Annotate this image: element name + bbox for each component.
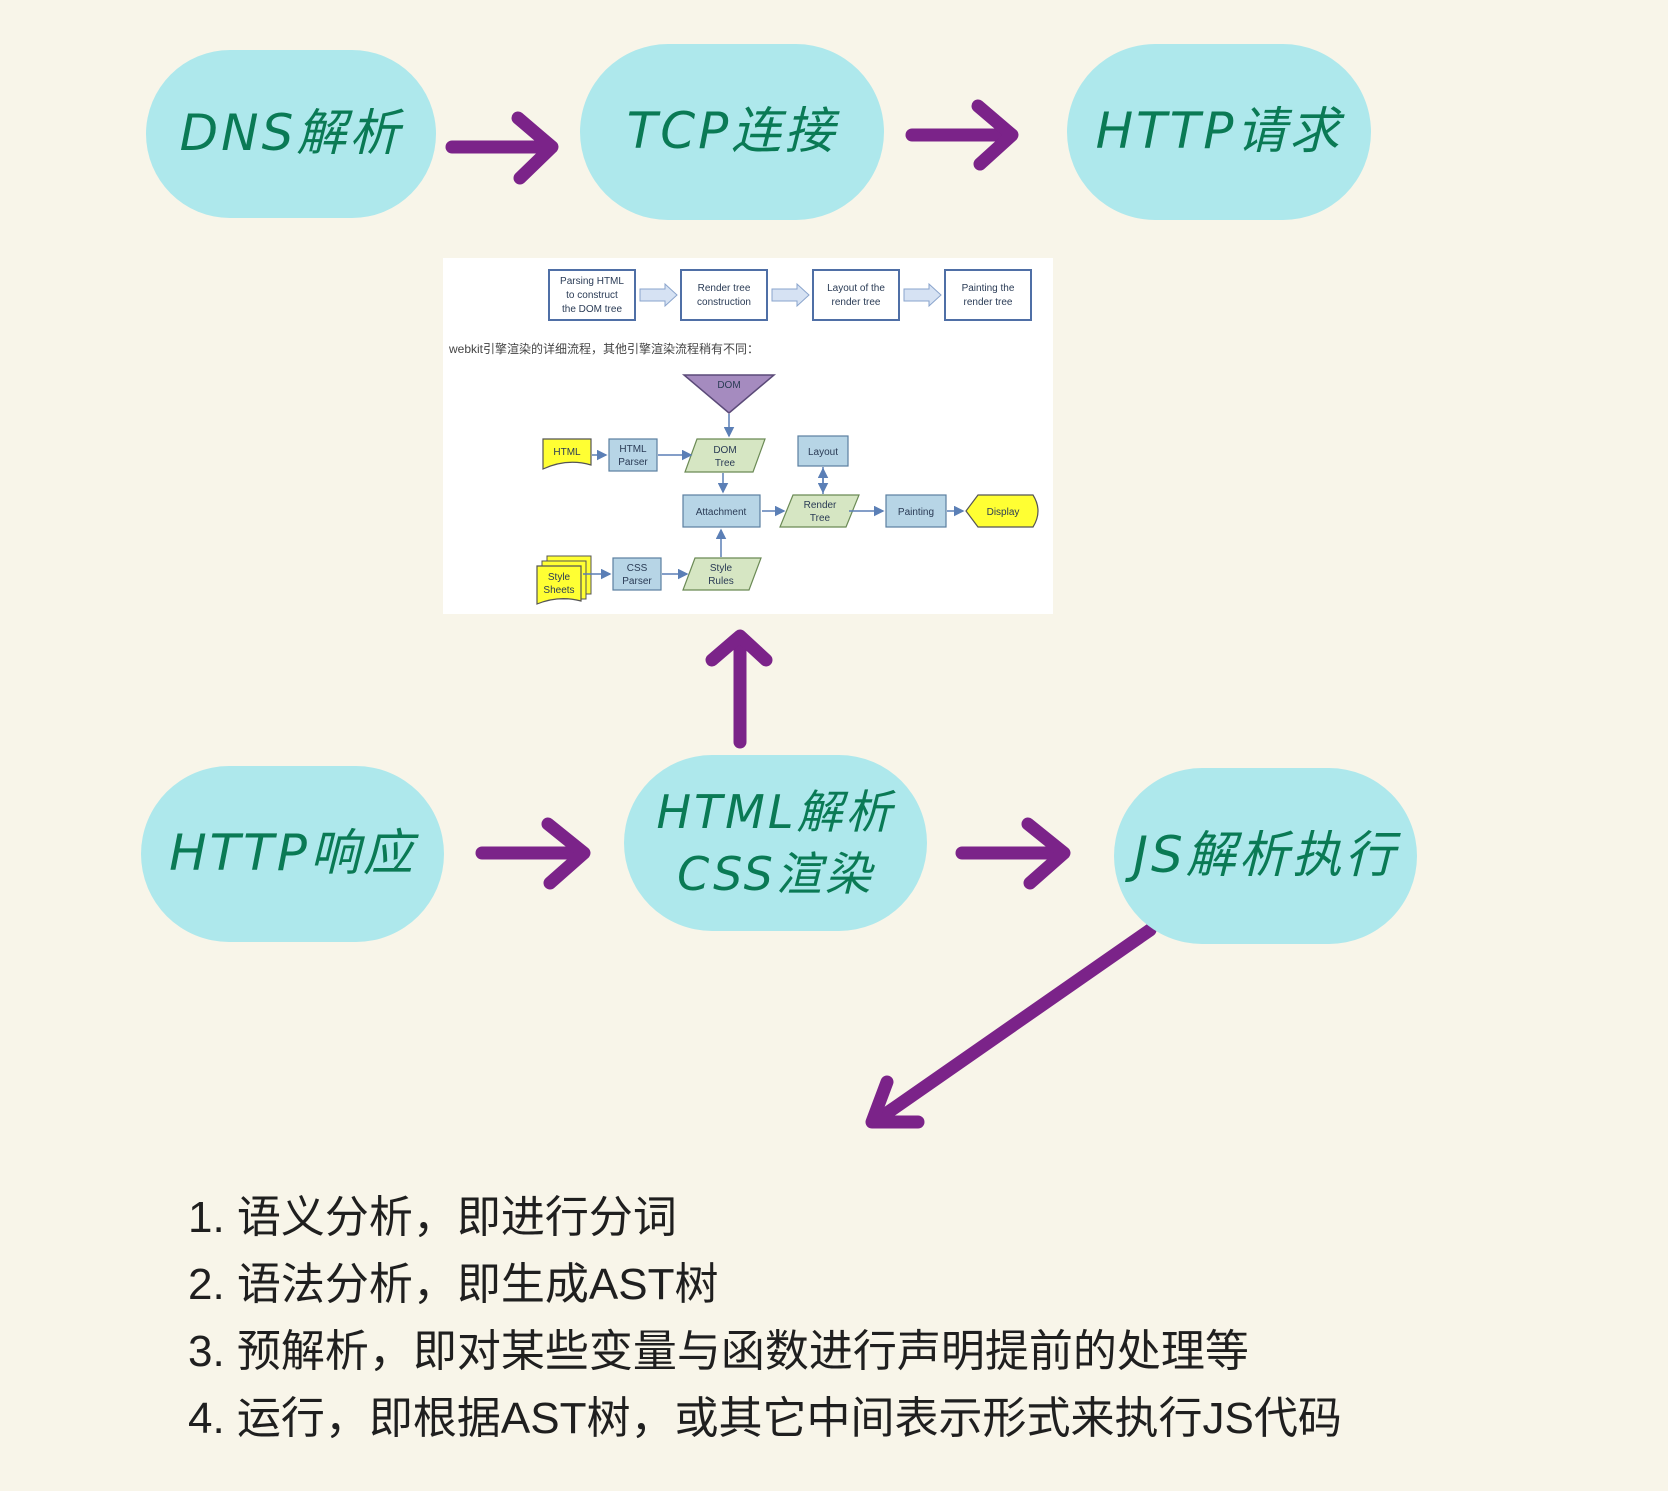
parsing-html-line2: to construct <box>566 290 618 301</box>
layout-node: Layout <box>797 435 849 467</box>
painting-line1: Painting the <box>962 283 1015 294</box>
style-sheets-stack: Style Sheets <box>536 555 592 605</box>
dom-tree-line2: Tree <box>715 458 736 469</box>
js-execution-node: JS解析执行 <box>1114 768 1417 944</box>
css-parser-box: CSS Parser <box>612 557 662 591</box>
layout-render-tree-box: Layout of the render tree <box>812 269 900 321</box>
style-rules-line1: Style <box>710 563 733 574</box>
parsing-html-line1: Parsing HTML <box>560 276 624 287</box>
style-sheets-line2: Sheets <box>543 585 574 596</box>
arrow-html-to-webkit <box>705 629 773 749</box>
webkit-caption: webkit引擎渲染的详细流程，其他引擎渲染流程稍有不同： <box>448 341 759 356</box>
css-parser-line2: Parser <box>622 576 652 587</box>
layout-line2: render tree <box>832 297 881 308</box>
parsing-html-line3: the DOM tree <box>562 304 622 315</box>
render-tree-node-line2: Tree <box>810 513 831 524</box>
js-exec-label: JS解析执行 <box>1133 826 1398 885</box>
dom-triangle: DOM <box>681 374 777 414</box>
dom-label: DOM <box>717 380 740 391</box>
arrow-http-response-to-html <box>475 817 591 890</box>
dns-resolution-node: DNS解析 <box>146 50 436 218</box>
html-parse-label: HTML解析 <box>656 784 895 839</box>
layout-line1: Layout of the <box>827 283 885 294</box>
html-doc-label: HTML <box>553 447 581 458</box>
dom-tree-node: DOM Tree <box>684 438 766 473</box>
arrow-html-to-js <box>955 817 1071 890</box>
arrow-js-to-steps <box>865 923 1157 1129</box>
html-parser-box: HTML Parser <box>608 438 658 472</box>
arrow-tcp-to-http-request <box>905 99 1019 171</box>
step-2: 2. 语法分析，即生成AST树 <box>188 1260 719 1309</box>
http-request-label: HTTP请求 <box>1095 102 1343 161</box>
painting-node: Painting <box>885 494 947 528</box>
step-4: 4. 运行，即根据AST树，或其它中间表示形式来执行JS代码 <box>188 1394 1342 1443</box>
layout-label: Layout <box>808 447 838 458</box>
css-render-label: CSS渲染 <box>677 847 874 901</box>
html-parser-line2: Parser <box>618 457 648 468</box>
render-tree-construction-box: Render tree construction <box>680 269 768 321</box>
style-rules-node: Style Rules <box>682 557 762 591</box>
render-tree-node-line1: Render <box>804 500 837 511</box>
js-execution-steps: 1. 语义分析，即进行分词 2. 语法分析，即生成AST树 3. 预解析，即对某… <box>188 1184 1342 1452</box>
render-tree-line1: Render tree <box>698 283 751 294</box>
http-response-label: HTTP响应 <box>169 824 416 883</box>
painting-render-tree-box: Painting the render tree <box>944 269 1032 321</box>
attachment-node: Attachment <box>682 494 761 528</box>
tcp-label: TCP连接 <box>626 102 838 161</box>
http-request-node: HTTP请求 <box>1067 44 1371 220</box>
html-css-node: HTML解析 CSS渲染 <box>624 755 927 931</box>
display-node: Display <box>965 494 1039 528</box>
dns-label: DNS解析 <box>179 104 403 163</box>
render-tree-node: Render Tree <box>779 494 860 528</box>
attachment-label: Attachment <box>696 507 747 518</box>
painting-label: Painting <box>898 507 934 518</box>
step-1: 1. 语义分析，即进行分词 <box>188 1193 677 1242</box>
webkit-render-flow-image: Parsing HTML to construct the DOM tree R… <box>443 258 1053 614</box>
arrow-dns-to-tcp <box>445 111 559 185</box>
render-tree-line2: construction <box>697 297 751 308</box>
http-response-node: HTTP响应 <box>141 766 444 942</box>
style-sheets-line1: Style <box>548 572 571 583</box>
html-parser-line1: HTML <box>619 444 647 455</box>
display-label: Display <box>987 507 1020 518</box>
dom-tree-line1: DOM <box>713 445 736 456</box>
step-3: 3. 预解析，即对某些变量与函数进行声明提前的处理等 <box>188 1327 1249 1376</box>
style-rules-line2: Rules <box>708 576 734 587</box>
parsing-html-box: Parsing HTML to construct the DOM tree <box>548 269 636 321</box>
css-parser-line1: CSS <box>627 563 648 574</box>
tcp-connection-node: TCP连接 <box>580 44 884 220</box>
painting-line2: render tree <box>964 297 1013 308</box>
html-document: HTML <box>542 438 592 470</box>
